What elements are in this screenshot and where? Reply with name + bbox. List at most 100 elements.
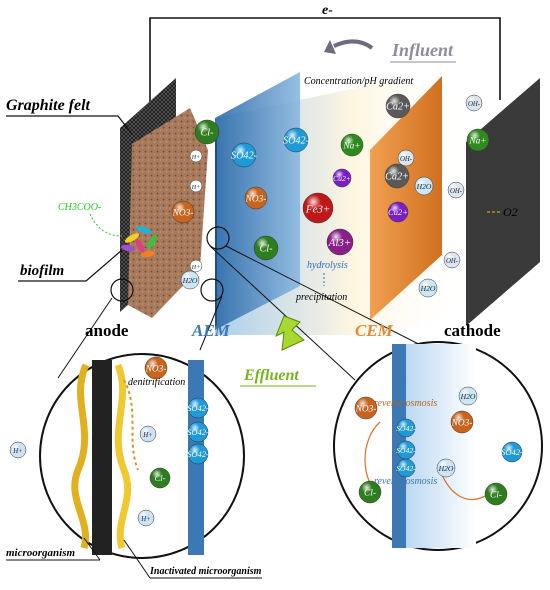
ion-cl: Cl- <box>358 480 382 504</box>
ion-no3: NO3- <box>172 200 195 224</box>
ion-no3-label: NO3- <box>145 364 167 374</box>
ion-so4: SO42- <box>501 441 523 463</box>
ion-cl-label: Cl- <box>200 128 214 139</box>
inset-anode-detail: denitrification <box>39 353 245 559</box>
ion-h2o-label: H2O <box>416 182 432 191</box>
precipitation-label: precipitation <box>295 292 347 303</box>
ion-h2o-label: H2O <box>438 464 454 473</box>
ion-oh: OH- <box>447 181 465 199</box>
ion-so4: SO42- <box>187 397 209 419</box>
ion-so4-label: SO42- <box>231 151 258 162</box>
effluent-arrow-icon <box>275 315 305 351</box>
ion-oh-label: OH- <box>450 188 463 195</box>
ion-h2o: H2O <box>414 176 434 196</box>
ion-fe-label: Fe3+ <box>305 204 331 216</box>
ion-h-label: H+ <box>191 265 200 271</box>
graphite-felt-label: Graphite felt <box>6 97 91 114</box>
reverse-osmosis-label-bottom: reverse osmosis <box>374 476 437 487</box>
ion-so4-label: SO42- <box>396 446 416 455</box>
ion-h-label: H+ <box>191 155 200 161</box>
ion-oh-label: OH- <box>446 258 459 265</box>
ion-h2o-label: H2O <box>182 276 198 285</box>
ion-al: Al3+ <box>326 228 354 256</box>
aem-label: AEM <box>191 321 231 340</box>
ion-so4-label: SO42- <box>187 403 209 413</box>
ion-na-label: Na+ <box>468 136 486 146</box>
acetate-label: CH3COO- <box>58 202 101 213</box>
ion-h: H+ <box>9 441 27 459</box>
ion-h-label: H+ <box>142 432 153 439</box>
ion-no3-label: NO3- <box>172 208 194 218</box>
ion-ca-label: Ca2+ <box>385 172 409 183</box>
ion-so4-label: SO42- <box>283 136 310 147</box>
o2-label: O2 <box>503 205 518 219</box>
ion-na-label: Na+ <box>342 141 360 151</box>
gradient-label: Concentration/pH gradient <box>304 76 413 87</box>
ion-no3: NO3- <box>355 396 378 420</box>
ion-no3: NO3- <box>451 410 474 434</box>
electron-label: e- <box>322 3 333 18</box>
cathode-plate <box>466 78 540 326</box>
ion-oh: OH- <box>397 149 415 167</box>
ion-cu: Cu2+ <box>332 168 352 188</box>
ion-cl-label: Cl- <box>364 488 376 498</box>
ion-cu-label: Cu2+ <box>388 207 408 217</box>
cem-membrane <box>370 76 442 320</box>
cem-label: CEM <box>355 321 394 340</box>
denitrification-label: denitrification <box>128 377 185 388</box>
ion-no3-label: NO3- <box>355 404 377 414</box>
ion-h2o: H2O <box>418 278 438 298</box>
ion-so4-label: SO42- <box>187 427 209 437</box>
ion-no3-label: NO3- <box>451 418 473 428</box>
anode-label: anode <box>85 321 129 340</box>
influent-label: Influent <box>391 40 454 60</box>
ion-layer: Cl- SO42- SO42- Na+ Cu2+ NO3- Fe3+ Ca2+ Ca2+ Cu2+… <box>9 93 523 527</box>
ion-h: H+ <box>189 179 203 193</box>
ion-na: Na+ <box>466 128 490 152</box>
influent-arrow <box>333 39 374 50</box>
ion-ca: Ca2+ <box>384 163 410 189</box>
ion-al-label: Al3+ <box>328 237 352 249</box>
zoom-marker-anode <box>110 278 134 302</box>
zoom-marker-gradient <box>206 226 230 250</box>
ion-no3-label: NO3- <box>245 194 267 204</box>
ion-h2o-label: H2O <box>460 392 476 401</box>
ion-oh: OH- <box>443 251 461 269</box>
ion-cu-label: Cu2+ <box>333 174 351 183</box>
ion-no3: NO3- <box>245 186 268 210</box>
ion-na: Na+ <box>340 133 364 157</box>
hydrolysis-label: hydrolysis <box>307 260 348 271</box>
ion-so4-label: SO42- <box>396 424 416 433</box>
reverse-osmosis-label-top: reverse osmosis <box>374 398 437 409</box>
ion-so4: SO42- <box>283 127 310 153</box>
ion-so4: SO42- <box>396 458 416 478</box>
ion-so4-label: SO42- <box>396 464 416 473</box>
ion-h2o-label: H2O <box>420 284 436 293</box>
ion-so4-label: SO42- <box>501 447 523 457</box>
ion-cl-label: Cl- <box>259 244 273 255</box>
ion-h2o: H2O <box>458 386 478 406</box>
cathode-label: cathode <box>444 321 501 340</box>
ion-cl-label: Cl- <box>155 473 166 483</box>
biofilm-bacteria-cluster <box>121 226 157 258</box>
inactivated-microorganism-label: Inactivated microorganism <box>149 566 262 577</box>
ion-h2o: H2O <box>436 458 456 478</box>
ion-so4: SO42- <box>231 142 258 168</box>
ion-h-label: H+ <box>12 448 23 455</box>
ion-h: H+ <box>139 425 157 443</box>
ion-ca-label: Ca2+ <box>386 102 410 113</box>
ion-h: H+ <box>137 509 155 527</box>
ion-so4: SO42- <box>396 418 416 438</box>
ion-cl-label: Cl- <box>490 490 502 500</box>
ion-cu: Cu2+ <box>387 201 409 223</box>
circuit-wire <box>149 17 501 110</box>
zoom-marker-aem <box>200 278 224 302</box>
inset-electrode <box>92 360 112 555</box>
ion-ca: Ca2+ <box>385 93 411 119</box>
ion-h-label: H+ <box>140 516 151 523</box>
microorganism-label: microorganism <box>6 547 76 559</box>
ion-cl: Cl- <box>484 482 508 506</box>
ion-oh-label: OH- <box>468 101 481 108</box>
ion-so4: SO42- <box>187 443 209 465</box>
